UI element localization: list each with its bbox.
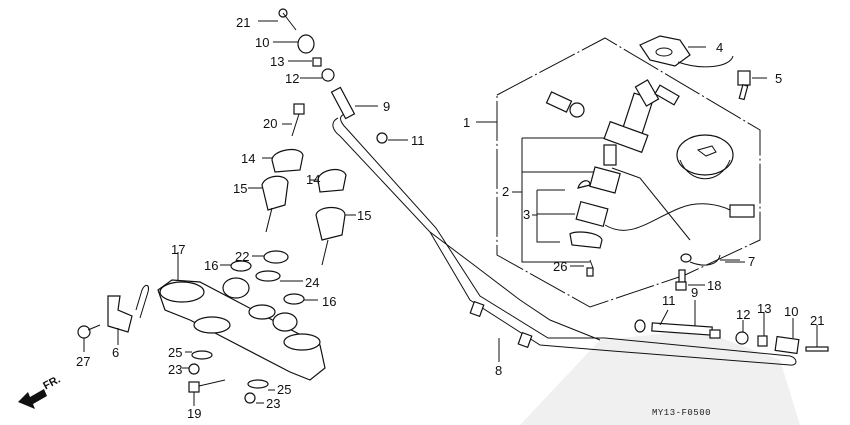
top-bridge-part-17 xyxy=(157,252,326,381)
callout-18: 18 xyxy=(707,278,722,293)
watermark xyxy=(520,330,800,425)
wire-clamp-part-7 xyxy=(680,253,740,266)
callout-9: 9 xyxy=(383,99,391,114)
callout-7: 7 xyxy=(748,254,756,269)
callout-19: 19 xyxy=(187,406,202,421)
callout-23: 23 xyxy=(266,396,281,411)
callout-9: 9 xyxy=(691,285,699,300)
callout-4: 4 xyxy=(716,40,724,55)
contact-base-group xyxy=(569,166,755,249)
callout-27: 27 xyxy=(76,354,91,369)
callout-22: 22 xyxy=(235,249,250,264)
diagram-code: MY13-F0500 xyxy=(652,408,712,418)
callout-26: 26 xyxy=(553,259,568,274)
callout-16: 16 xyxy=(204,258,219,273)
callout-25: 25 xyxy=(277,382,292,397)
callout-14: 14 xyxy=(306,172,321,187)
callout-13: 13 xyxy=(757,301,772,316)
callout-15: 15 xyxy=(233,181,248,196)
bar-end-weight-left xyxy=(258,8,408,144)
callout-2: 2 xyxy=(502,184,510,199)
bar-end-weight-right xyxy=(634,300,829,355)
leader-lines xyxy=(476,121,745,362)
callout-11: 11 xyxy=(662,293,676,308)
callout-3: 3 xyxy=(523,207,531,222)
bracket-part-6 xyxy=(107,284,149,345)
handlebar-part-8 xyxy=(332,113,797,366)
callout-21: 21 xyxy=(810,313,825,328)
fuel-cap xyxy=(676,134,734,180)
lower-fasteners xyxy=(182,350,275,406)
lower-holder-part-15 xyxy=(248,175,356,266)
washers-and-nuts xyxy=(220,250,318,305)
callout-21: 21 xyxy=(236,15,251,30)
callout-12: 12 xyxy=(736,307,751,322)
callout-6: 6 xyxy=(112,345,120,360)
ignition-switch xyxy=(603,79,680,166)
callout-1: 1 xyxy=(463,115,471,130)
key-part-5 xyxy=(737,70,767,101)
callout-15: 15 xyxy=(357,208,372,223)
upper-holder-part-14 xyxy=(262,148,347,193)
callout-10: 10 xyxy=(255,35,270,50)
callout-13: 13 xyxy=(270,54,285,69)
callout-20: 20 xyxy=(263,116,278,131)
callout-11: 11 xyxy=(411,133,425,148)
callout-23: 23 xyxy=(168,362,183,377)
callout-17: 17 xyxy=(171,242,186,257)
callout-12: 12 xyxy=(285,71,300,86)
bolt-part-27 xyxy=(77,324,101,352)
callout-5: 5 xyxy=(775,71,783,86)
callout-14: 14 xyxy=(241,151,256,166)
front-direction-arrow xyxy=(18,389,47,409)
callout-16: 16 xyxy=(322,294,337,309)
ignition-switch-set-outline xyxy=(496,37,761,308)
callout-25: 25 xyxy=(168,345,183,360)
callout-10: 10 xyxy=(784,304,799,319)
bolt-part-20 xyxy=(282,103,305,137)
seat-lock xyxy=(545,91,585,118)
bolt-part-18 xyxy=(675,269,698,291)
key-plate-part-4 xyxy=(639,35,734,68)
callout-8: 8 xyxy=(495,363,503,378)
callout-24: 24 xyxy=(305,275,320,290)
screw-part-26 xyxy=(570,259,594,277)
